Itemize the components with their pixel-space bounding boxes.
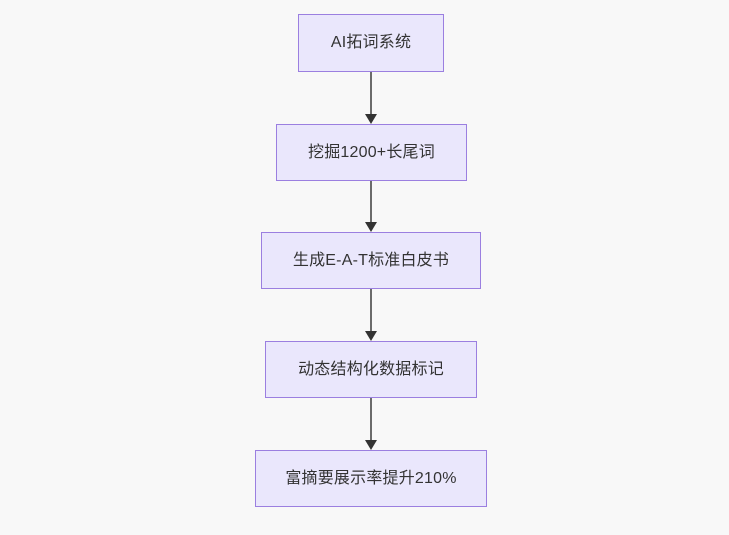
edge-node2-to-node3 [365, 181, 377, 232]
flow-node-dynamic-structured-data-markup[interactable]: 动态结构化数据标记 [265, 341, 477, 398]
edge-node4-to-node5 [365, 398, 377, 450]
flow-node-label: 富摘要展示率提升210% [285, 469, 457, 487]
flow-node-rich-snippet-rate-increase[interactable]: 富摘要展示率提升210% [255, 450, 487, 507]
flow-node-generate-eat-whitepaper[interactable]: 生成E-A-T标准白皮书 [261, 232, 481, 289]
flow-node-ai-keyword-system[interactable]: AI拓词系统 [298, 14, 444, 72]
flow-node-label: 挖掘1200+长尾词 [308, 143, 435, 161]
flow-node-label: 动态结构化数据标记 [298, 360, 444, 378]
flow-node-mine-longtail-keywords[interactable]: 挖掘1200+长尾词 [276, 124, 467, 181]
flow-node-label: 生成E-A-T标准白皮书 [292, 251, 450, 269]
flow-node-label: AI拓词系统 [330, 34, 412, 52]
edge-node1-to-node2 [365, 72, 377, 124]
edge-node3-to-node4 [365, 289, 377, 341]
